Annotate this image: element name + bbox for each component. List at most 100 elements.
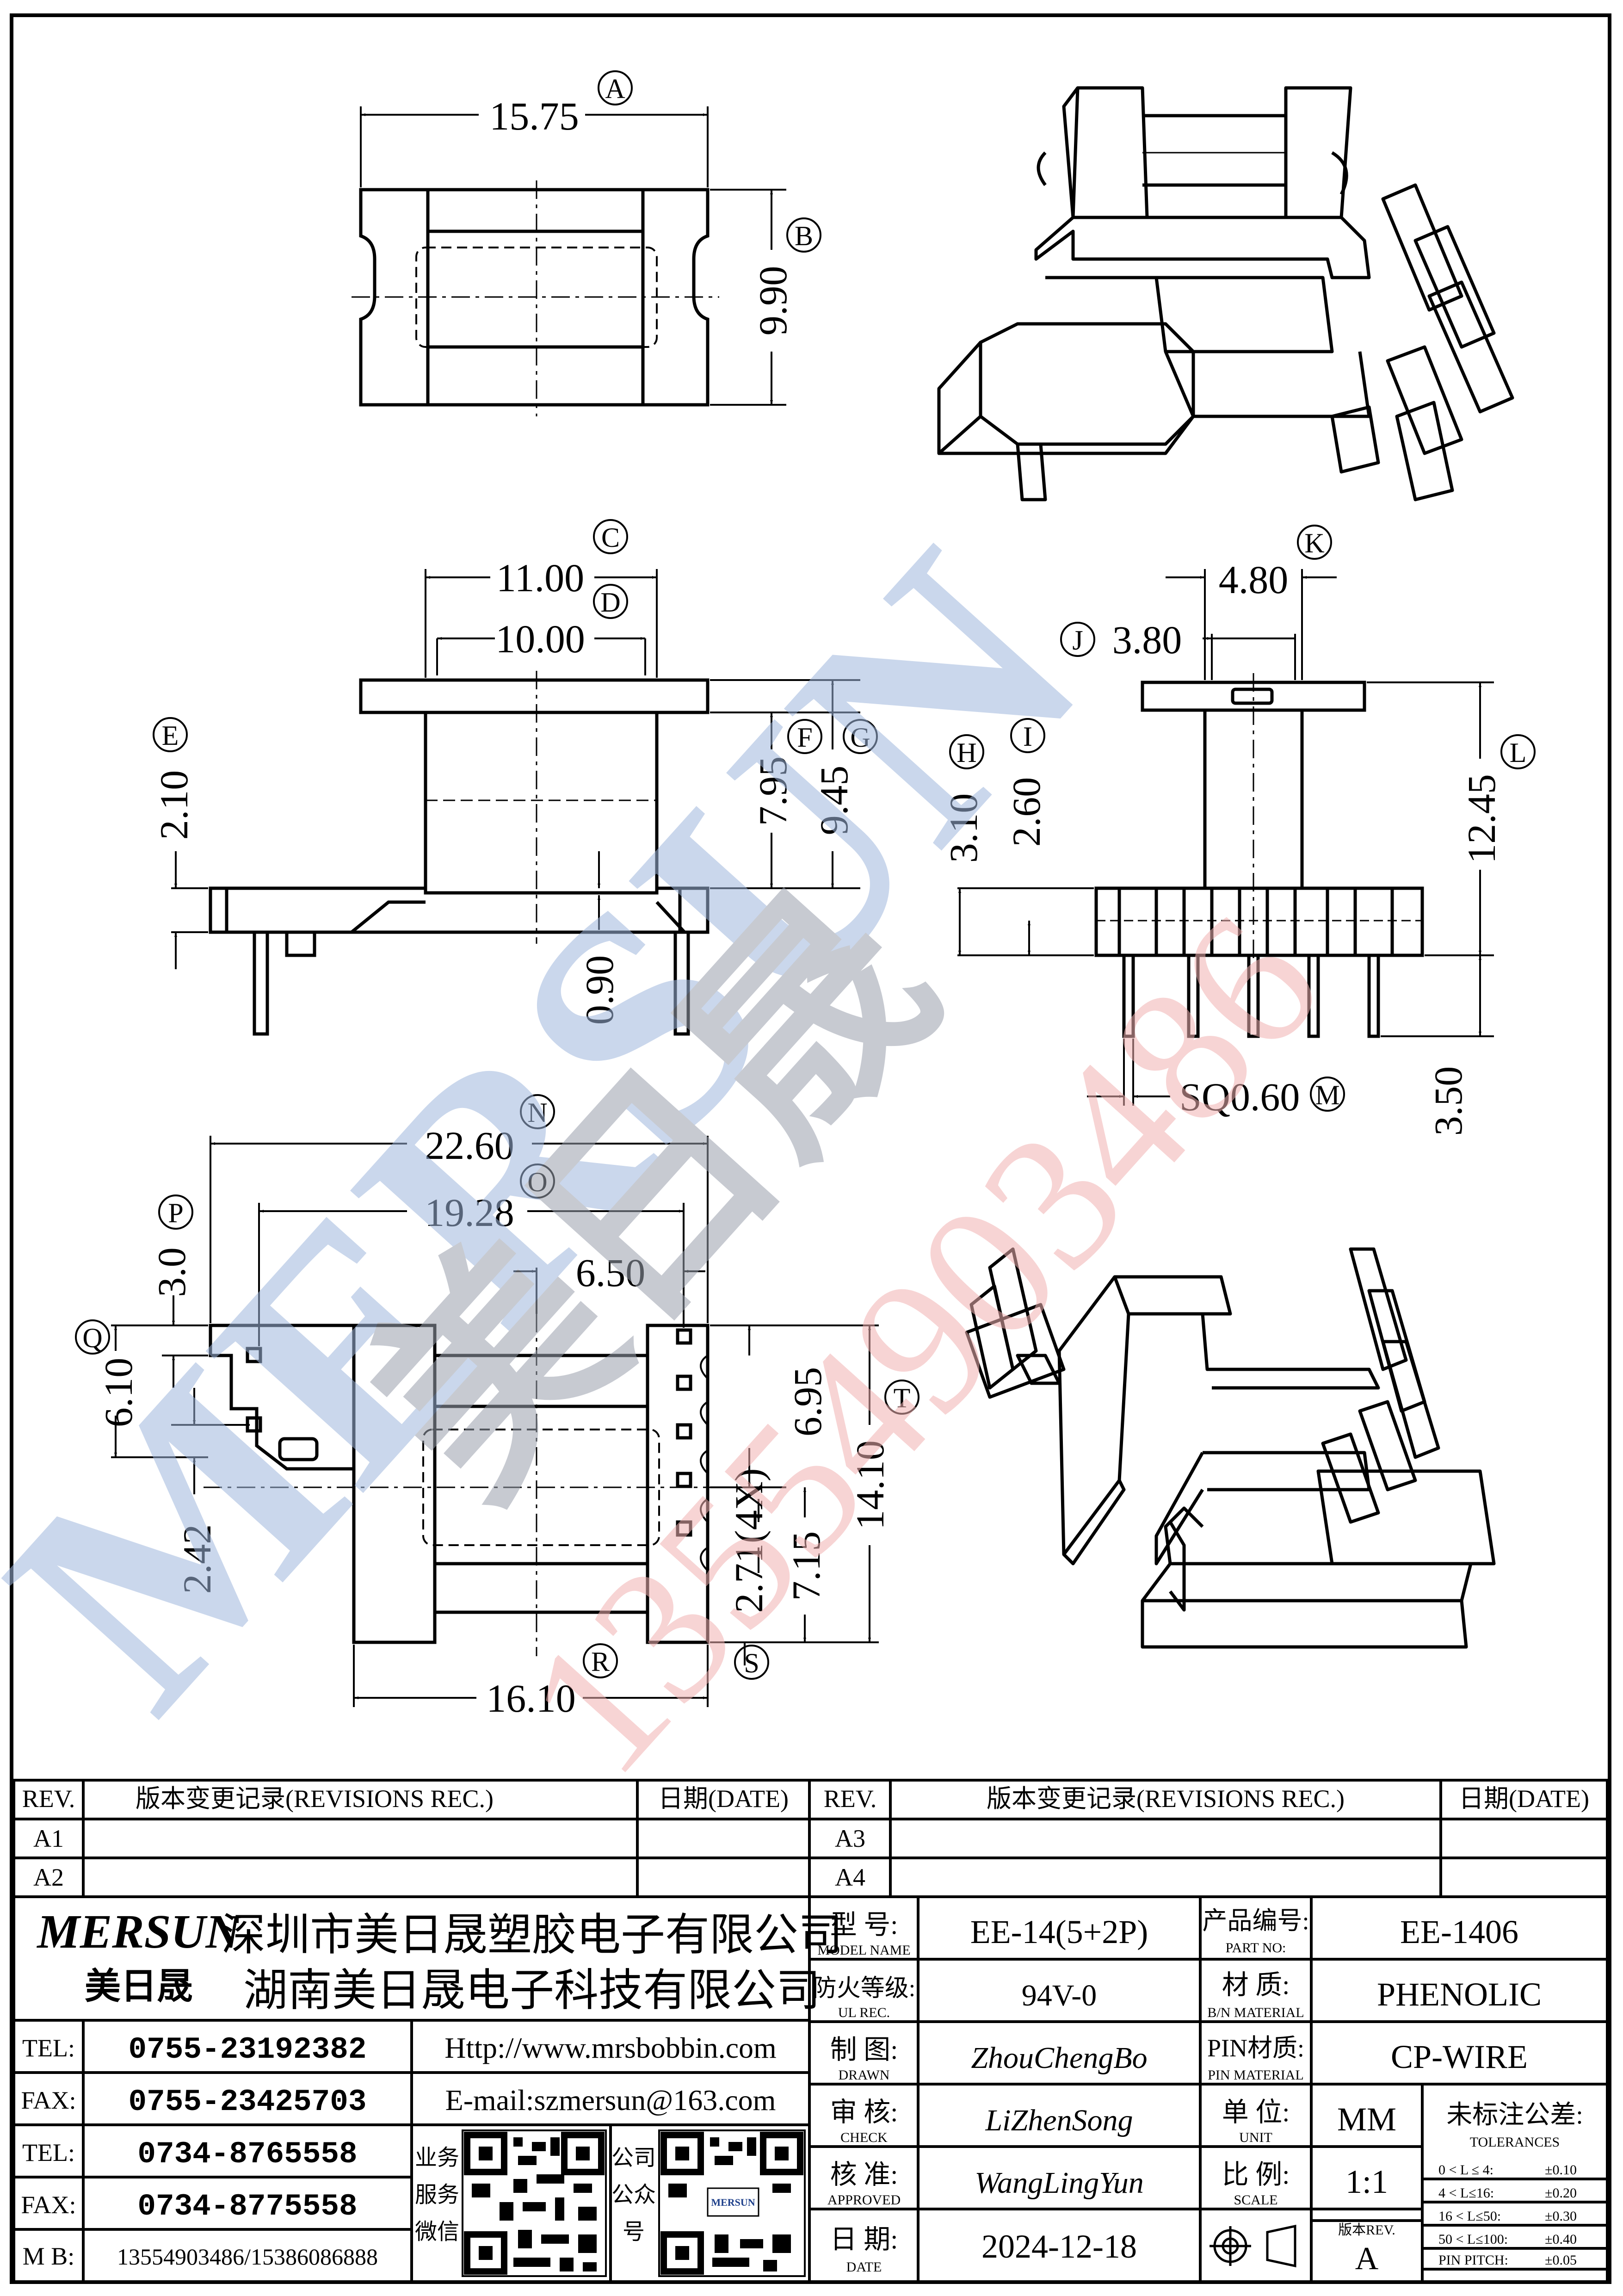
company-name-1: 深圳市美日晟塑胶电子有限公司 bbox=[221, 1910, 843, 1960]
tolerance-range: 4 < L≤16: bbox=[1438, 2185, 1494, 2201]
dim-pin-square: SQ0.60 bbox=[1179, 1075, 1300, 1119]
iso-view-top bbox=[937, 86, 1514, 501]
dim-label-d: D bbox=[600, 587, 620, 618]
dim-label-s: S bbox=[744, 1648, 759, 1678]
contact-value: 0755-23425703 bbox=[129, 2085, 367, 2119]
company-logo-cjk: 美日晟 bbox=[85, 1966, 193, 2006]
spec-check-value: LiZhenSong bbox=[985, 2104, 1133, 2137]
qr1-caption: 业务 bbox=[415, 2146, 459, 2170]
spec-unit-value: MM bbox=[1337, 2101, 1396, 2138]
dim-e: 2.10 bbox=[152, 770, 196, 840]
company-website[interactable]: Http://www.mrsbobbin.com bbox=[444, 2031, 777, 2064]
tolerance-range: 0 < L ≤ 4: bbox=[1438, 2162, 1493, 2178]
spec-part-label: 产品编号: bbox=[1202, 1907, 1309, 1935]
company-logo: MERSUN bbox=[36, 1905, 242, 1958]
front-view-dims bbox=[153, 519, 878, 969]
dim-gap: 0.90 bbox=[577, 955, 622, 1025]
dim-2-42: 2.42 bbox=[175, 1524, 219, 1594]
rev-left-row: A1 bbox=[33, 1825, 64, 1852]
dim-h: 3.10 bbox=[941, 793, 986, 863]
spec-approved-value: WangLingYun bbox=[975, 2166, 1144, 2200]
qr2-logo: MERSUN bbox=[711, 2197, 755, 2208]
dim-o: 19.28 bbox=[425, 1190, 514, 1235]
spec-rev-value: A bbox=[1355, 2241, 1379, 2277]
spec-drawn-sub: DRAWN bbox=[839, 2067, 890, 2083]
spec-material-value: PHENOLIC bbox=[1377, 1976, 1542, 2013]
contact-label: TEL: bbox=[22, 2034, 75, 2062]
spec-part-sub: PART NO: bbox=[1226, 1940, 1286, 1956]
spec-model-sub: MODEL NAME bbox=[817, 1943, 910, 1958]
dim-label-a: A bbox=[605, 74, 625, 104]
dim-7-15: 7.15 bbox=[784, 1531, 828, 1601]
dim-r: 16.10 bbox=[486, 1676, 576, 1720]
tolerance-range: 50 < L≤100: bbox=[1438, 2232, 1508, 2247]
dim-g: 9.45 bbox=[812, 766, 856, 835]
contact-label: TEL: bbox=[22, 2139, 75, 2166]
spec-model-value: EE-14(5+2P) bbox=[970, 1913, 1148, 1950]
contact-value: 0734-8775558 bbox=[137, 2189, 357, 2224]
dim-pin-length: 3.50 bbox=[1426, 1066, 1470, 1136]
spec-drawn-label: 制 图: bbox=[830, 2035, 898, 2065]
dim-p: 3.0 bbox=[149, 1247, 194, 1297]
company-email[interactable]: E-mail:szmersun@163.com bbox=[445, 2084, 776, 2117]
tolerance-value: ±0.05 bbox=[1545, 2253, 1577, 2268]
rev-left-row: A2 bbox=[33, 1863, 64, 1891]
bottom-view bbox=[204, 1314, 722, 1656]
spec-material-sub: B/N MATERIAL bbox=[1207, 2005, 1304, 2020]
tolerance-range: PIN PITCH: bbox=[1438, 2253, 1508, 2268]
dim-n: 22.60 bbox=[425, 1123, 514, 1168]
spec-ul-label: 防火等级: bbox=[813, 1975, 915, 2002]
qr2-caption: 公司 bbox=[611, 2146, 656, 2170]
dim-q: 6.10 bbox=[96, 1358, 141, 1428]
rev-left-date: 日期(DATE) bbox=[658, 1785, 789, 1813]
spec-drawn-value: ZhouChengBo bbox=[971, 2041, 1147, 2075]
rev-right-record: 版本变更记录(REVISIONS REC.) bbox=[987, 1785, 1345, 1813]
tolerance-sub: TOLERANCES bbox=[1470, 2135, 1560, 2150]
dim-label-h: H bbox=[957, 737, 976, 768]
title-block-lines bbox=[12, 1779, 1609, 2284]
spec-unit-label: 单 位: bbox=[1222, 2097, 1290, 2127]
spec-ul-value: 94V-0 bbox=[1022, 1979, 1097, 2012]
dim-label-q: Q bbox=[82, 1323, 102, 1353]
dim-top-width: 15.75 bbox=[489, 94, 579, 138]
spec-unit-sub: UNIT bbox=[1239, 2130, 1272, 2145]
rev-right-row: A4 bbox=[835, 1863, 865, 1891]
dim-14-10: 14.10 bbox=[848, 1440, 892, 1530]
dim-j: 3.80 bbox=[1112, 618, 1182, 662]
spec-approved-label: 核 准: bbox=[830, 2160, 898, 2190]
spec-model-label: 型 号: bbox=[830, 1910, 898, 1940]
dim-label-j: J bbox=[1072, 625, 1083, 656]
contact-value: 13554903486/15386086888 bbox=[117, 2244, 378, 2270]
side-view-dims bbox=[949, 525, 1536, 1112]
dim-label-i: I bbox=[1023, 721, 1032, 752]
dim-pitch: 2.71(4X) bbox=[727, 1468, 771, 1613]
dim-6-50: 6.50 bbox=[576, 1250, 646, 1295]
watermark: MERSUN 美日晟 13554903486 bbox=[0, 489, 1360, 1813]
tolerance-label: 未标注公差: bbox=[1446, 2101, 1583, 2129]
rev-right-row: A3 bbox=[835, 1825, 865, 1852]
dim-label-r: R bbox=[591, 1646, 610, 1677]
qr-code-wechat[interactable] bbox=[462, 2129, 607, 2277]
dim-k: 4.80 bbox=[1219, 557, 1289, 602]
contact-label: FAX: bbox=[21, 2191, 76, 2219]
tolerance-value: ±0.30 bbox=[1545, 2209, 1577, 2224]
dim-label-m: M bbox=[1315, 1080, 1339, 1110]
rev-left-rev: REV. bbox=[22, 1785, 75, 1813]
rev-right-rev: REV. bbox=[824, 1785, 877, 1813]
dim-d: 10.00 bbox=[495, 617, 585, 661]
qr-code-official[interactable]: MERSUN bbox=[658, 2129, 806, 2277]
tolerance-value: ±0.10 bbox=[1545, 2162, 1577, 2178]
spec-part-value: EE-1406 bbox=[1400, 1913, 1518, 1950]
spec-rev-label: 版本REV. bbox=[1338, 2222, 1395, 2238]
contact-value: 0755-23192382 bbox=[129, 2032, 367, 2067]
spec-pin-label: PIN材质: bbox=[1207, 2034, 1304, 2062]
dim-label-k: K bbox=[1304, 528, 1324, 558]
dim-i: 2.60 bbox=[1004, 777, 1049, 847]
dim-top-height: 9.90 bbox=[751, 266, 795, 336]
dim-label-b: B bbox=[795, 221, 813, 251]
company-name-2: 湖南美日晟电子科技有限公司 bbox=[243, 1966, 821, 2015]
spec-scale-label: 比 例: bbox=[1222, 2160, 1290, 2190]
spec-pin-sub: PIN MATERIAL bbox=[1208, 2067, 1304, 2083]
dim-label-c: C bbox=[601, 522, 620, 553]
